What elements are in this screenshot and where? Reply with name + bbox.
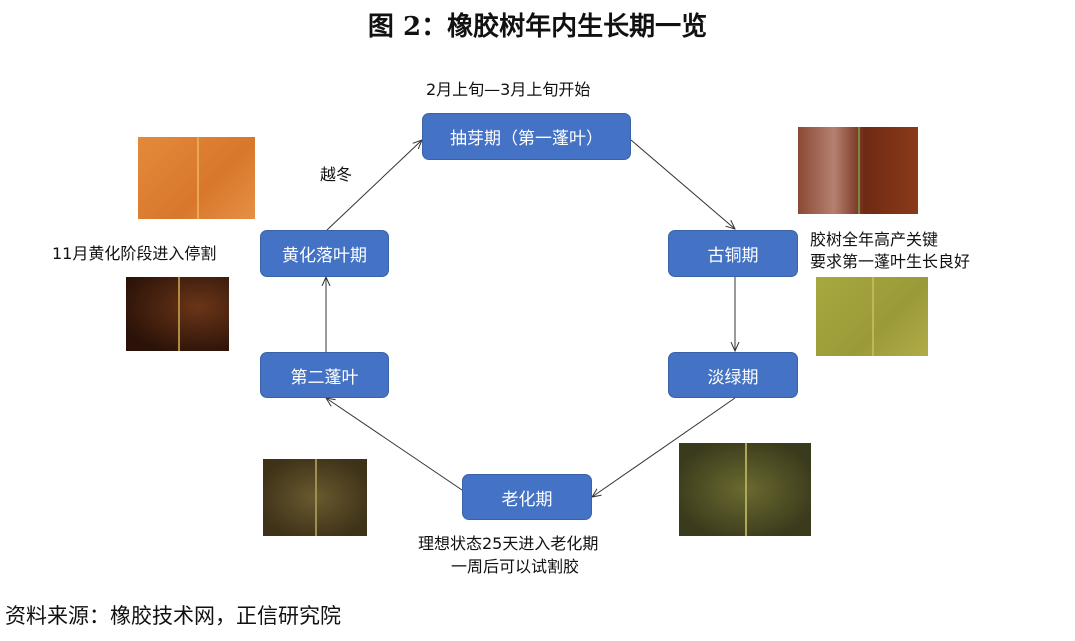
stage-second-flush: 第二蓬叶: [260, 352, 389, 398]
arrow-aging-to-second: [326, 398, 463, 491]
sprout-time-label: 2月上旬—3月上旬开始: [426, 80, 591, 99]
stage-light-green: 淡绿期: [668, 352, 798, 398]
leaf-image-orange: [138, 137, 255, 219]
stage-bronze: 古铜期: [668, 230, 798, 277]
arrow-sprout-to-bronze: [630, 139, 735, 229]
arrow-lightgreen-to-aging: [592, 397, 736, 497]
key-note-line2: 要求第一蓬叶生长良好: [810, 252, 971, 271]
overwinter-label: 越冬: [320, 165, 353, 184]
figure-title: 图 2：橡胶树年内生长期一览: [367, 12, 708, 42]
leaf-image-aging: [679, 443, 811, 536]
leaf-image-bronze: [798, 127, 918, 214]
aging-note-line2: 一周后可以试割胶: [451, 557, 580, 576]
stage-sprout: 抽芽期（第一蓬叶）: [422, 113, 631, 160]
stage-yellowing: 黄化落叶期: [260, 230, 389, 277]
source-note: 资料来源：橡胶技术网，正信研究院: [5, 604, 341, 628]
stage-aging: 老化期: [462, 474, 592, 520]
key-note-line1: 胶树全年高产关键: [810, 230, 939, 249]
leaf-image-light-green: [816, 277, 928, 356]
arrow-yellowing-to-sprout: [326, 140, 422, 231]
leaf-image-second-flush: [263, 459, 367, 536]
leaf-image-dark-brown: [126, 277, 229, 351]
yellowing-note: 11月黄化阶段进入停割: [52, 244, 217, 263]
aging-note-line1: 理想状态25天进入老化期: [418, 534, 599, 553]
